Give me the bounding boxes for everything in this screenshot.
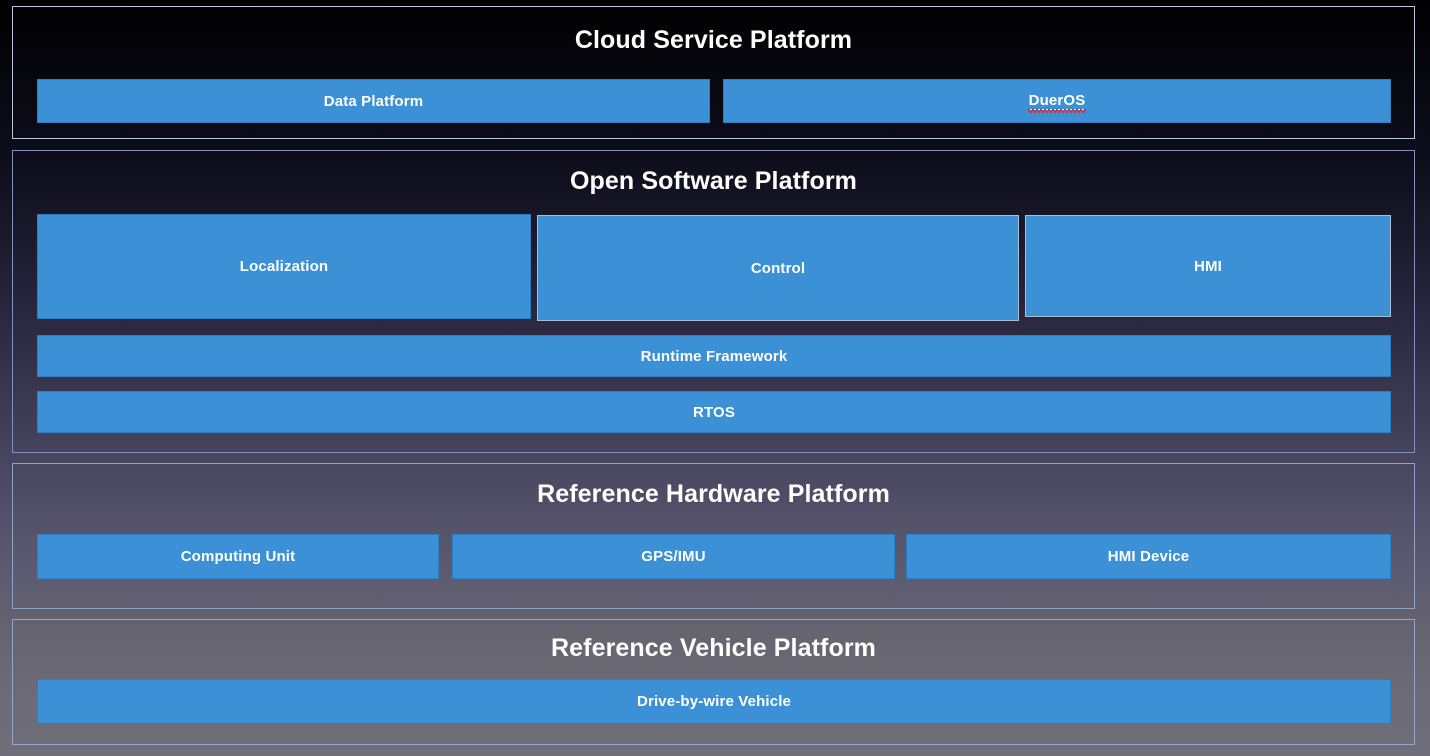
box-rtos[interactable]: RTOS bbox=[37, 391, 1391, 433]
box-drive-by-wire-vehicle[interactable]: Drive-by-wire Vehicle bbox=[37, 679, 1391, 724]
text-underline bbox=[1028, 109, 1086, 110]
section-title-reference-hardware-platform: Reference Hardware Platform bbox=[537, 480, 890, 508]
box-gps-imu[interactable]: GPS/IMU bbox=[452, 534, 895, 579]
box-control[interactable]: Control bbox=[537, 215, 1019, 321]
box-dueros[interactable]: DuerOS bbox=[723, 79, 1391, 123]
box-runtime-framework[interactable]: Runtime Framework bbox=[37, 335, 1391, 377]
box-computing-unit[interactable]: Computing Unit bbox=[37, 534, 439, 579]
spellcheck-underline-dueros: DuerOS bbox=[1027, 92, 1087, 113]
box-label-control: Control bbox=[750, 259, 806, 277]
box-label-runtime-framework: Runtime Framework bbox=[640, 347, 788, 365]
section-open-software-platform: Open Software Platform Localization Cont… bbox=[12, 150, 1415, 453]
section-cloud-service-platform: Cloud Service Platform Data Platform Due… bbox=[12, 6, 1415, 139]
section-reference-vehicle-platform: Reference Vehicle Platform Drive-by-wire… bbox=[12, 619, 1415, 745]
box-hmi[interactable]: HMI bbox=[1025, 215, 1391, 317]
box-label-computing-unit: Computing Unit bbox=[180, 548, 296, 565]
box-label-hmi: HMI bbox=[1194, 257, 1222, 275]
box-label-rtos: RTOS bbox=[693, 403, 735, 421]
section-title-open-software-platform: Open Software Platform bbox=[570, 167, 857, 195]
section-title-reference-vehicle-platform: Reference Vehicle Platform bbox=[551, 634, 876, 662]
box-data-platform[interactable]: Data Platform bbox=[37, 79, 710, 123]
section-title-cloud-service-platform: Cloud Service Platform bbox=[574, 26, 853, 54]
box-label-hmi-device: HMI Device bbox=[1107, 548, 1190, 565]
box-hmi-device[interactable]: HMI Device bbox=[906, 534, 1391, 579]
box-label-localization: Localization bbox=[239, 258, 329, 275]
box-label-data-platform: Data Platform bbox=[323, 92, 424, 110]
box-label-gps-imu: GPS/IMU bbox=[641, 548, 706, 565]
section-reference-hardware-platform: Reference Hardware Platform Computing Un… bbox=[12, 463, 1415, 609]
box-label-dueros: DuerOS bbox=[1028, 92, 1086, 109]
box-localization[interactable]: Localization bbox=[37, 214, 531, 319]
box-label-drive-by-wire-vehicle: Drive-by-wire Vehicle bbox=[636, 693, 792, 710]
